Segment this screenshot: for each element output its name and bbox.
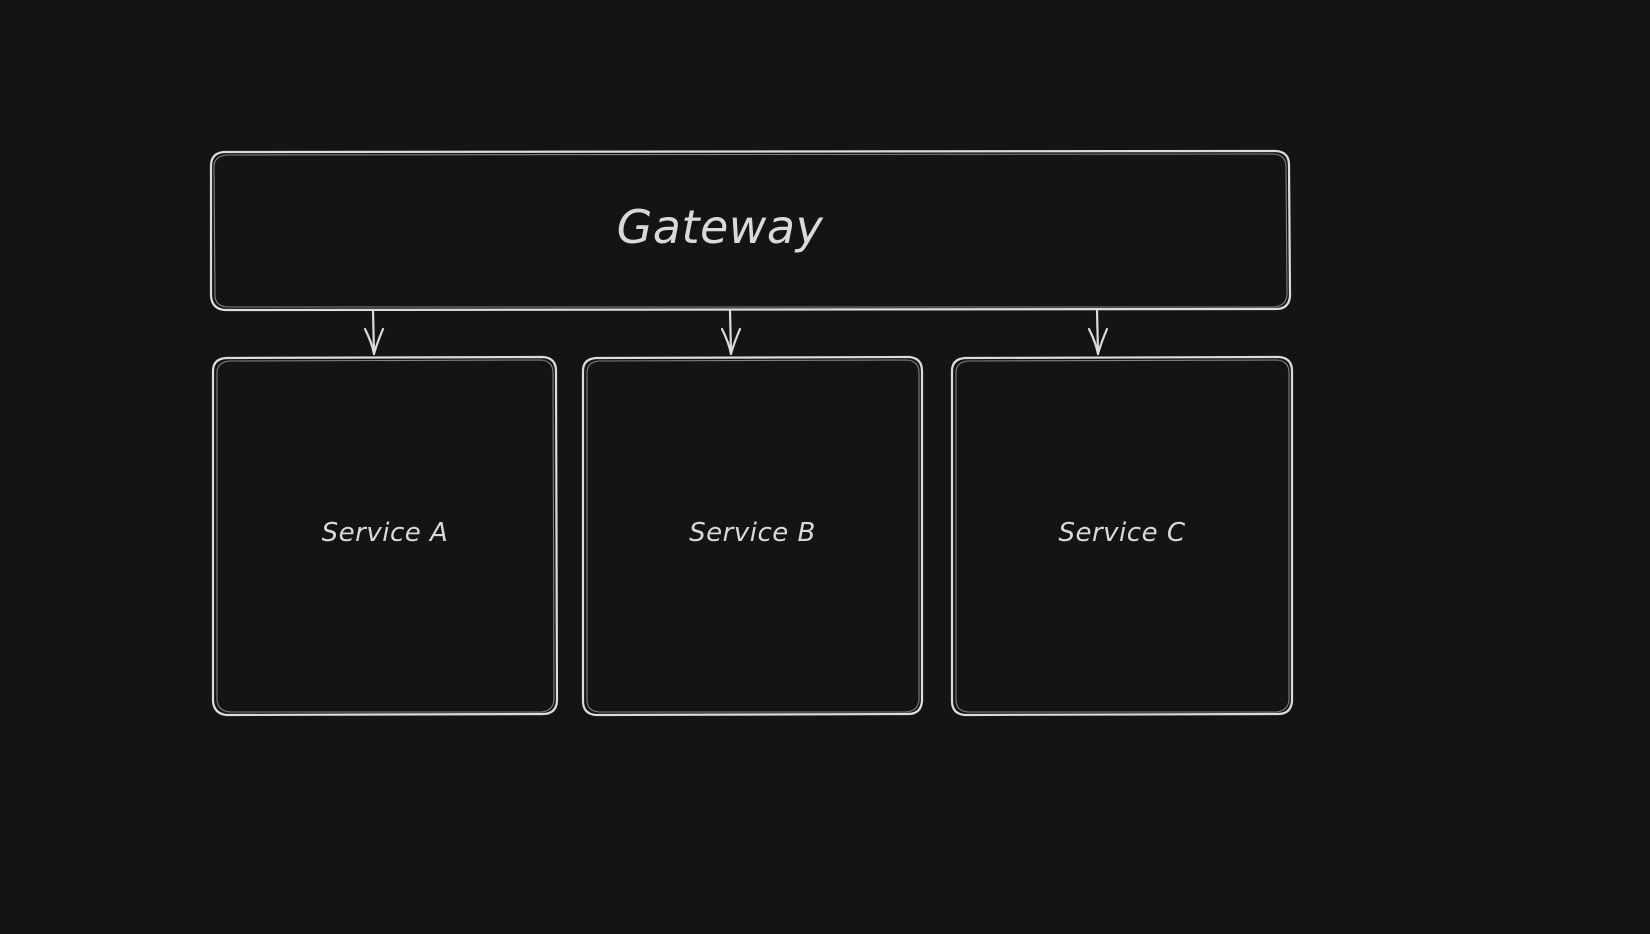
gateway-node-shape[interactable] bbox=[209, 149, 1292, 312]
edge-gateway-to-service-b[interactable] bbox=[720, 308, 742, 356]
edge-gateway-to-service-a[interactable] bbox=[363, 308, 385, 356]
service-c-node-shape[interactable] bbox=[950, 355, 1294, 717]
edge-gateway-to-service-c[interactable] bbox=[1087, 308, 1109, 356]
service-a-node-shape[interactable] bbox=[211, 355, 559, 717]
service-b-node-shape[interactable] bbox=[581, 355, 924, 717]
